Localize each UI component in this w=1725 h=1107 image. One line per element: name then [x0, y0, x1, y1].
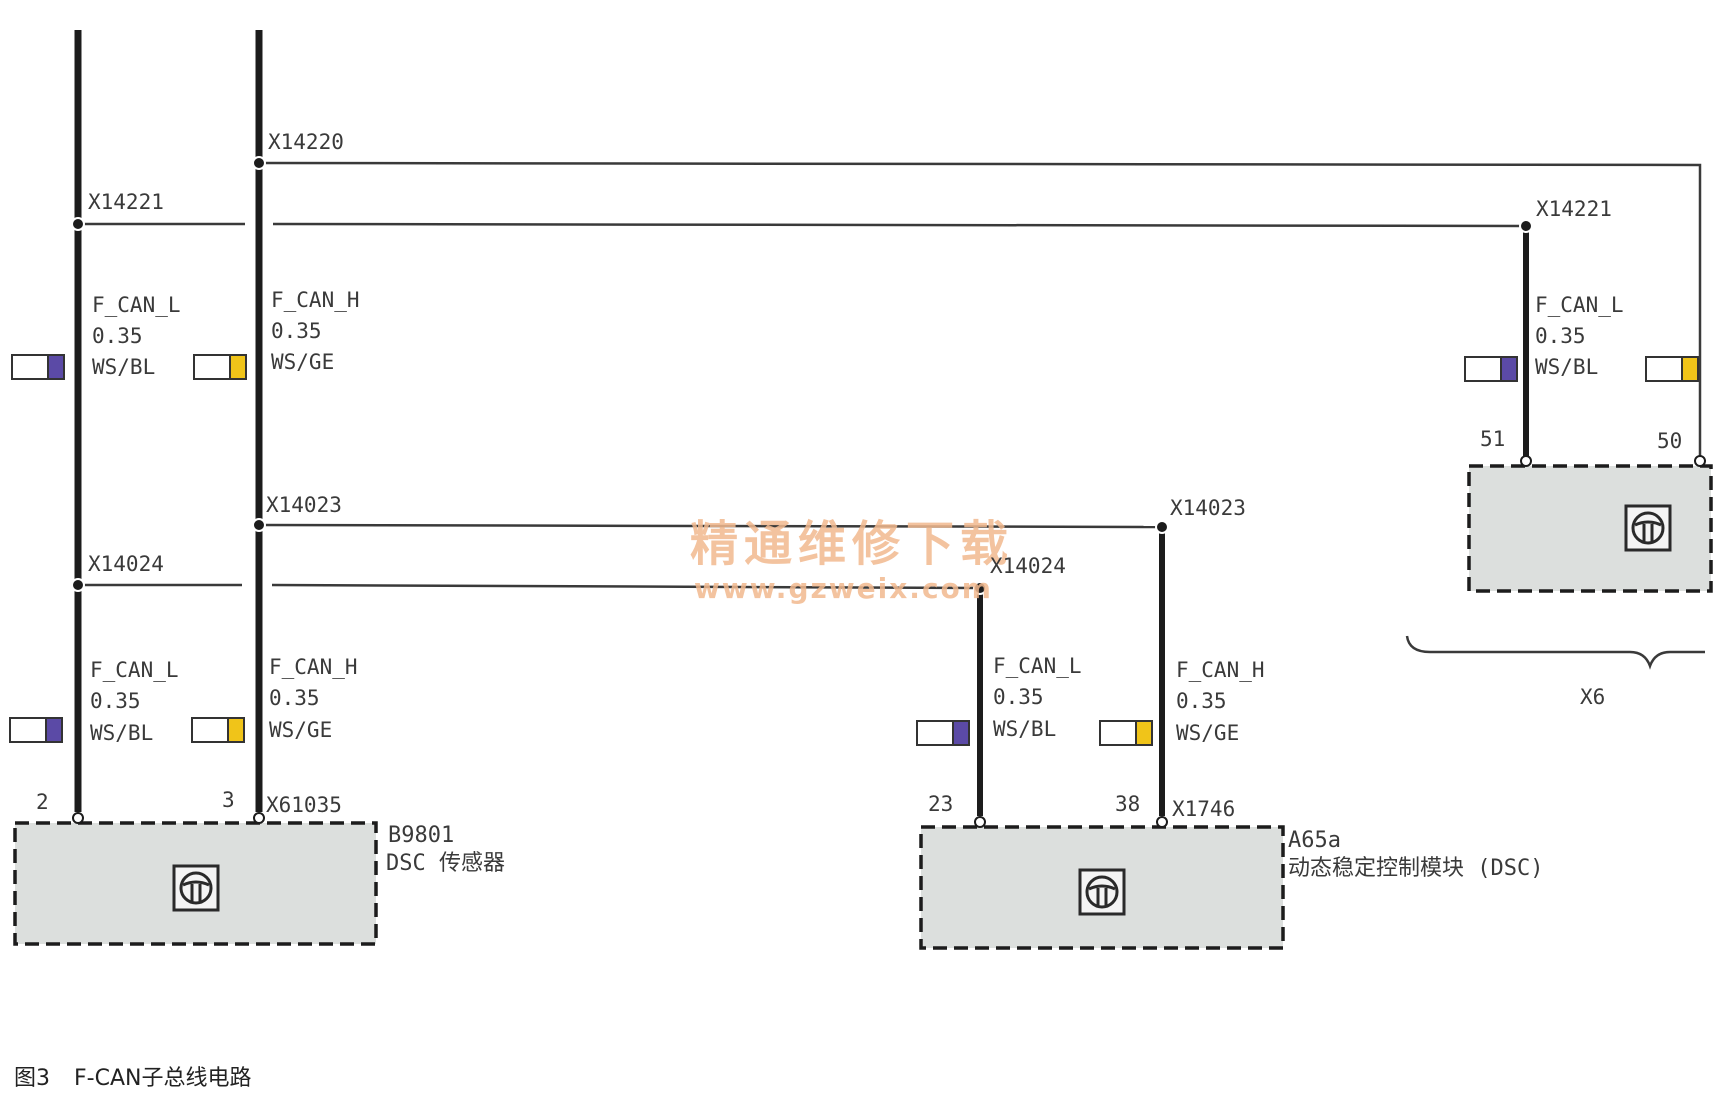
- watermark-url: www.gzweix.com: [694, 572, 993, 605]
- steering-wheel-icon: [172, 864, 220, 912]
- figure-title: F-CAN子总线电路: [74, 1066, 252, 1091]
- wire-color-swatch-white-yellow: [193, 354, 247, 380]
- wire-color-swatch-white-yellow: [1099, 720, 1153, 746]
- wire-color: WS/BL: [90, 721, 153, 745]
- wire-color: WS/GE: [1176, 721, 1239, 745]
- bus-line-x14023: [258, 523, 1163, 529]
- wire-label-w2: F_CAN_H 0.35 WS/GE: [271, 288, 360, 374]
- steering-wheel-icon: [1078, 868, 1126, 916]
- connector-label: X14024: [990, 554, 1066, 578]
- wire-color-swatch-white-blue: [916, 720, 970, 746]
- connector-label: X14220: [268, 130, 344, 154]
- wire-size: 0.35: [90, 689, 141, 713]
- steering-wheel-icon: [1624, 504, 1672, 552]
- figure-caption: 图3 F-CAN子总线电路: [14, 1060, 251, 1092]
- wire-color-swatch-white-yellow: [1645, 356, 1699, 382]
- wire-label-w4: F_CAN_L 0.35 WS/BL: [90, 658, 179, 745]
- wire-size: 0.35: [271, 319, 322, 343]
- wire-color-swatch-white-yellow: [191, 717, 245, 743]
- connector-label: X14024: [88, 552, 164, 576]
- wire-color-swatch-white-blue: [11, 354, 65, 380]
- wire-color: WS/BL: [993, 717, 1056, 741]
- connector-label: X61035: [266, 793, 342, 817]
- module-dsc-sensor: [13, 812, 378, 946]
- wire-name: F_CAN_L: [993, 654, 1082, 678]
- wire-label-w7: F_CAN_H 0.35 WS/GE: [1176, 658, 1265, 745]
- figure-number: 图3: [14, 1066, 50, 1091]
- wire-color-swatch-white-blue: [9, 717, 63, 743]
- wire-color: WS/BL: [92, 355, 155, 379]
- wire-size: 0.35: [1176, 689, 1227, 713]
- connector-label: X14221: [1536, 197, 1612, 221]
- wire-label-w6: F_CAN_L 0.35 WS/BL: [993, 654, 1082, 741]
- pin-number: 2: [36, 790, 49, 814]
- wire-name: F_CAN_H: [271, 288, 360, 312]
- connector-label: X6: [1580, 685, 1605, 709]
- wire-name: F_CAN_H: [269, 655, 358, 679]
- connector-label: X14023: [266, 493, 342, 517]
- x6-brace: [1405, 635, 1705, 670]
- junction-dots: [71, 156, 1533, 595]
- connector-label: X14023: [1170, 496, 1246, 520]
- module-code: B9801: [388, 823, 454, 848]
- wire-name: F_CAN_L: [90, 658, 179, 682]
- pin-number: 50: [1657, 429, 1682, 453]
- module-name: 动态稳定控制模块 (DSC): [1288, 856, 1543, 881]
- wire-name: F_CAN_L: [92, 293, 181, 317]
- module-x6: [1467, 455, 1713, 593]
- wire-size: 0.35: [993, 685, 1044, 709]
- wire-color: WS/GE: [269, 718, 332, 742]
- wire-label-w5: F_CAN_H 0.35 WS/GE: [269, 655, 358, 742]
- wire-name: F_CAN_L: [1535, 293, 1624, 317]
- wire-label-w3: F_CAN_L 0.35 WS/BL: [1535, 293, 1624, 379]
- connector-label: X14221: [88, 190, 164, 214]
- wire-color: WS/GE: [271, 350, 334, 374]
- pin-number: 51: [1480, 427, 1505, 451]
- pin-number: 23: [928, 792, 953, 816]
- wire-size: 0.35: [92, 324, 143, 348]
- pin-number: 38: [1115, 792, 1140, 816]
- pin-number: 3: [222, 788, 235, 812]
- wire-color: WS/BL: [1535, 355, 1598, 379]
- wire-size: 0.35: [1535, 324, 1586, 348]
- bus-line-x14221: [78, 222, 1527, 228]
- bus-line-x14220: [258, 161, 1702, 458]
- wire-size: 0.35: [269, 686, 320, 710]
- wire-name: F_CAN_H: [1176, 658, 1265, 682]
- connector-label: X1746: [1172, 797, 1235, 821]
- wire-color-swatch-white-blue: [1464, 356, 1518, 382]
- module-code: A65a: [1288, 828, 1341, 853]
- wire-label-w1: F_CAN_L 0.35 WS/BL: [92, 293, 181, 379]
- module-dsc: [919, 816, 1285, 950]
- module-name: DSC 传感器: [386, 851, 505, 876]
- watermark-title: 精通维修下载: [690, 516, 1014, 572]
- bus-line-x14024: [78, 583, 981, 590]
